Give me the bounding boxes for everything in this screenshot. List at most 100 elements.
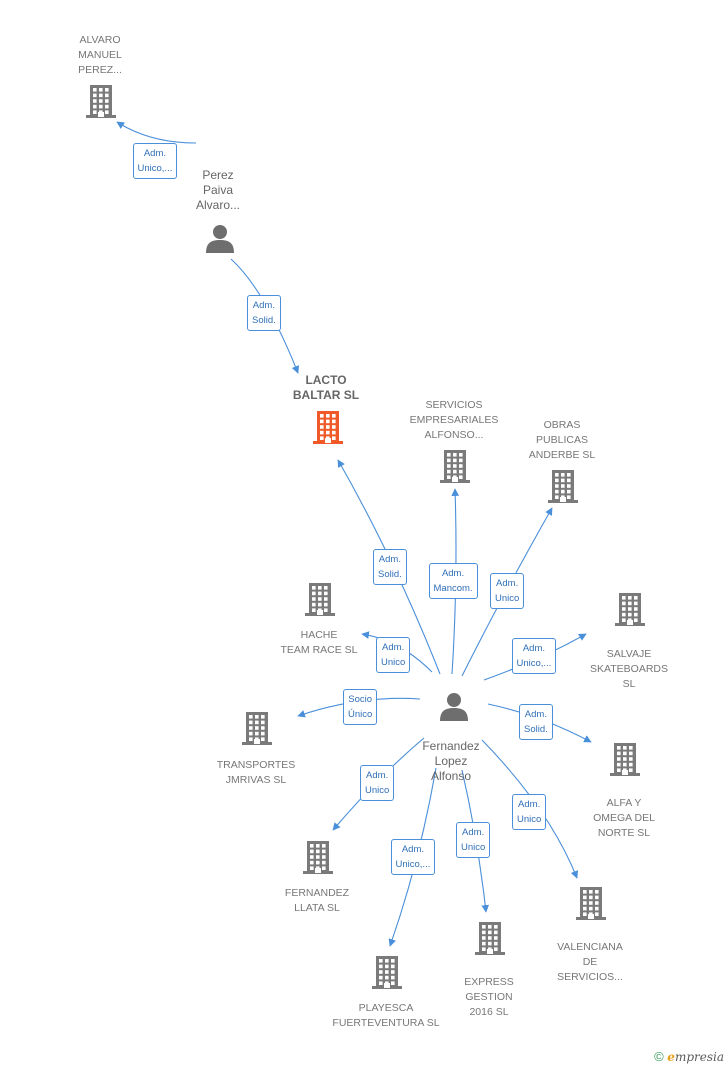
node-label-line: VALENCIANA [557,941,623,953]
edge-label-line: Adm. [462,827,485,838]
node-label-line: Fernandez [422,739,480,753]
building-icon [86,85,116,118]
building-icon [303,841,333,874]
edge-label-line: Unico [495,593,520,604]
node-label[interactable]: PLAYESCA FUERTEVENTURA SL [316,1001,456,1031]
node-label-line: PUBLICAS [536,433,588,446]
building-icon-wrap[interactable] [303,581,337,622]
edge-label-line: Adm. [518,799,541,810]
building-icon-wrap[interactable] [84,83,118,124]
building-icon [548,470,578,503]
node-label-line: LLATA SL [294,902,340,914]
edge-label[interactable]: Adm. Unico [456,822,491,858]
building-icon-wrap[interactable] [438,448,472,489]
edge-label[interactable]: Adm.Solid. [373,549,407,585]
edge-label-line: Adm. [382,642,405,653]
edge-label[interactable]: Adm. Unico [512,794,547,830]
brand-logo: empresia [667,1050,724,1064]
edge-label-line: Solid. [252,315,276,326]
edge-label[interactable]: Adm. Unico,... [132,143,178,179]
node-label-line: FERNANDEZ [284,887,350,899]
node-label-line: ALFONSO... [424,428,484,441]
node-label-line: ALFA Y [606,797,642,809]
edge-label[interactable]: Adm.Unico,... [390,839,436,875]
edge-label-line: Adm. [441,568,465,579]
node-label-line: 2016 SL [469,1006,509,1018]
node-label-line: JMRIVAS SL [225,774,287,786]
node-label-line: Perez [202,167,234,182]
building-icon [313,411,343,444]
edge-label-line: Unico,... [137,163,173,174]
edge-label-line: Adm. [401,844,425,855]
node-label-line: HACHE [300,629,338,641]
person-icon [440,693,468,721]
edge-label-line: Único [348,709,373,720]
person-icon-wrap[interactable] [205,223,235,258]
edge-label[interactable]: Adm.Unico,... [511,638,557,674]
edge-label-line: Unico [365,785,390,796]
node-label-line: OBRAS [543,418,581,431]
edge-label-line: Solid. [378,569,402,580]
node-label[interactable]: HACHE TEAM RACE SL [249,628,389,658]
edge-label-line: Adm. [143,148,167,159]
building-icon [440,450,470,483]
edge-label[interactable]: Adm. Mancom. [428,563,478,599]
node-label[interactable]: FERNANDEZ LLATA SL [247,886,387,916]
building-icon-wrap[interactable] [370,954,404,995]
node-label-line: SERVICIOS [425,398,483,411]
building-icon [305,583,335,616]
edge-label[interactable]: Adm. Solid. [519,704,553,740]
building-icon-wrap[interactable] [608,741,642,782]
edge-label-line: Adm. [524,709,547,720]
building-icon-wrap[interactable] [311,409,345,450]
node-label-line: ANDERBE SL [528,448,596,461]
node-label-line: PEREZ... [78,63,122,76]
node-label-line: Paiva [202,182,234,197]
node-label-line: SALVAJE [606,648,652,660]
edge-label[interactable]: Adm.Unico [490,573,525,609]
edge-label[interactable]: Adm. Solid. [247,295,281,331]
node-label-line: PLAYESCA [358,1002,414,1014]
node-label-line: DE [582,956,598,968]
edge-label-line: Adm. [522,643,546,654]
edge-label[interactable]: Adm.Unico [360,765,395,801]
building-icon [576,887,606,920]
building-icon-wrap[interactable] [473,920,507,961]
node-label-line: TEAM RACE SL [280,644,358,656]
brand-rest: mpresia [674,1050,724,1064]
edge-label-line: Unico [461,842,486,853]
node-label-line: Lopez [434,754,468,768]
node-label[interactable]: OBRAS PUBLICAS ANDERBE SL [492,418,632,463]
edge-label-line: Adm. [252,300,275,311]
edge-label-line: Unico [381,657,406,668]
building-icon-wrap[interactable] [574,885,608,926]
edge-label-line: Mancom. [433,583,473,594]
building-icon-wrap[interactable] [546,468,580,509]
person-icon-wrap[interactable] [439,691,469,726]
edge-label-line: Solid. [524,724,548,735]
building-icon-wrap[interactable] [613,591,647,632]
edge-label-line: Unico [517,814,542,825]
footer-brand[interactable]: © empresia [654,1049,724,1064]
node-label-line: GESTION [465,991,513,1003]
node-label-line: FUERTEVENTURA SL [332,1017,440,1029]
edge-perez-paiva-to-alvaro-manuel [116,121,197,144]
building-icon-wrap[interactable] [240,710,274,751]
edge-label[interactable]: Adm. Unico [376,637,411,673]
building-icon-wrap[interactable] [301,839,335,880]
node-label-line: Alvaro... [195,197,240,212]
building-icon [372,956,402,989]
edge-label-line: Socio [348,694,373,705]
copyright-symbol: © [654,1049,664,1064]
